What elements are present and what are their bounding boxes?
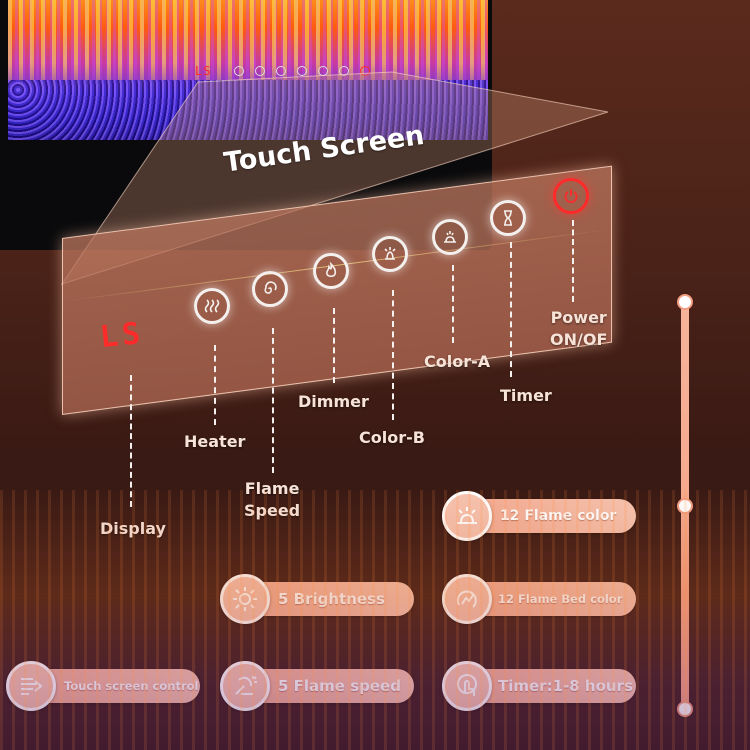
rotate-arrow-icon xyxy=(456,590,477,608)
power-label-line1: Power xyxy=(550,308,607,327)
tap-finger-icon xyxy=(457,674,477,696)
power-icon xyxy=(564,189,578,203)
rising-light-icon xyxy=(457,507,477,524)
timer-text: Timer:1-8 hours xyxy=(498,677,633,695)
hourglass-icon xyxy=(504,210,512,226)
touch-waves-icon xyxy=(21,678,43,695)
mini-flame-icon xyxy=(276,66,287,76)
timer-label: Timer xyxy=(500,386,552,405)
mini-swirl-icon xyxy=(255,66,266,76)
flame-icon xyxy=(326,262,337,278)
dimmer-callout-line xyxy=(333,308,335,383)
mini-bed-light-icon xyxy=(297,66,308,76)
display-readout: LS xyxy=(98,315,146,356)
heat-waves-icon xyxy=(204,299,220,313)
dimmer-label: Dimmer xyxy=(298,392,369,411)
mini-control-panel: LS xyxy=(195,62,371,80)
mini-hourglass-icon xyxy=(339,66,350,76)
touch-control-text: Touch screen control xyxy=(64,679,199,693)
slider-knob-bottom xyxy=(677,701,693,717)
display-label: Display xyxy=(100,519,166,538)
heater-label: Heater xyxy=(184,432,246,451)
flame-speed-label-line1: Flame xyxy=(244,479,300,498)
mini-flame-light-icon xyxy=(318,66,329,76)
slider-knob-middle xyxy=(677,498,693,514)
brightness-icon xyxy=(220,574,270,624)
timer-feature-icon xyxy=(442,661,492,711)
brightness-text: 5 Brightness xyxy=(278,590,385,608)
display-callout-line xyxy=(130,375,132,507)
mini-heater-icon xyxy=(234,66,245,76)
flame-color-icon xyxy=(442,491,492,541)
swirl-icon xyxy=(264,281,277,294)
heater-button[interactable] xyxy=(194,288,230,324)
sun-icon xyxy=(233,587,257,611)
power-label: Power ON/OF xyxy=(550,307,607,351)
mini-display-readout: LS xyxy=(195,64,212,78)
power-callout-line xyxy=(572,220,574,302)
flame-bed-color-text: 12 Flame Bed color xyxy=(498,592,623,606)
flame-speed-callout-line xyxy=(272,328,274,473)
flame-speed-icon xyxy=(220,661,270,711)
power-label-line2: ON/OF xyxy=(550,330,608,349)
mini-power-icon xyxy=(360,66,371,76)
timer-button[interactable] xyxy=(490,200,526,236)
flame-speed-label: Flame Speed xyxy=(244,478,300,522)
bed-light-icon xyxy=(384,247,396,260)
timer-callout-line xyxy=(510,242,512,377)
color-b-callout-line xyxy=(392,290,394,420)
color-a-label: Color-A xyxy=(424,352,491,371)
touch-control-icon xyxy=(6,661,56,711)
power-button[interactable] xyxy=(553,178,589,214)
flame-speed-text: 5 Flame speed xyxy=(278,677,401,695)
slider-knob-top xyxy=(677,294,693,310)
flame-bed-color-icon xyxy=(442,574,492,624)
dimmer-button[interactable] xyxy=(313,253,349,289)
flame-color-text: 12 Flame color xyxy=(500,508,617,524)
color-b-button[interactable] xyxy=(372,236,408,272)
heater-callout-line xyxy=(214,345,216,425)
color-a-callout-line xyxy=(452,265,454,343)
color-a-button[interactable] xyxy=(432,219,468,255)
flame-speed-button[interactable] xyxy=(252,271,288,307)
flame-speed-label-line2: Speed xyxy=(244,501,301,520)
color-b-label: Color-B xyxy=(359,428,425,447)
flame-light-icon xyxy=(444,231,456,243)
speed-burst-icon xyxy=(235,676,257,695)
